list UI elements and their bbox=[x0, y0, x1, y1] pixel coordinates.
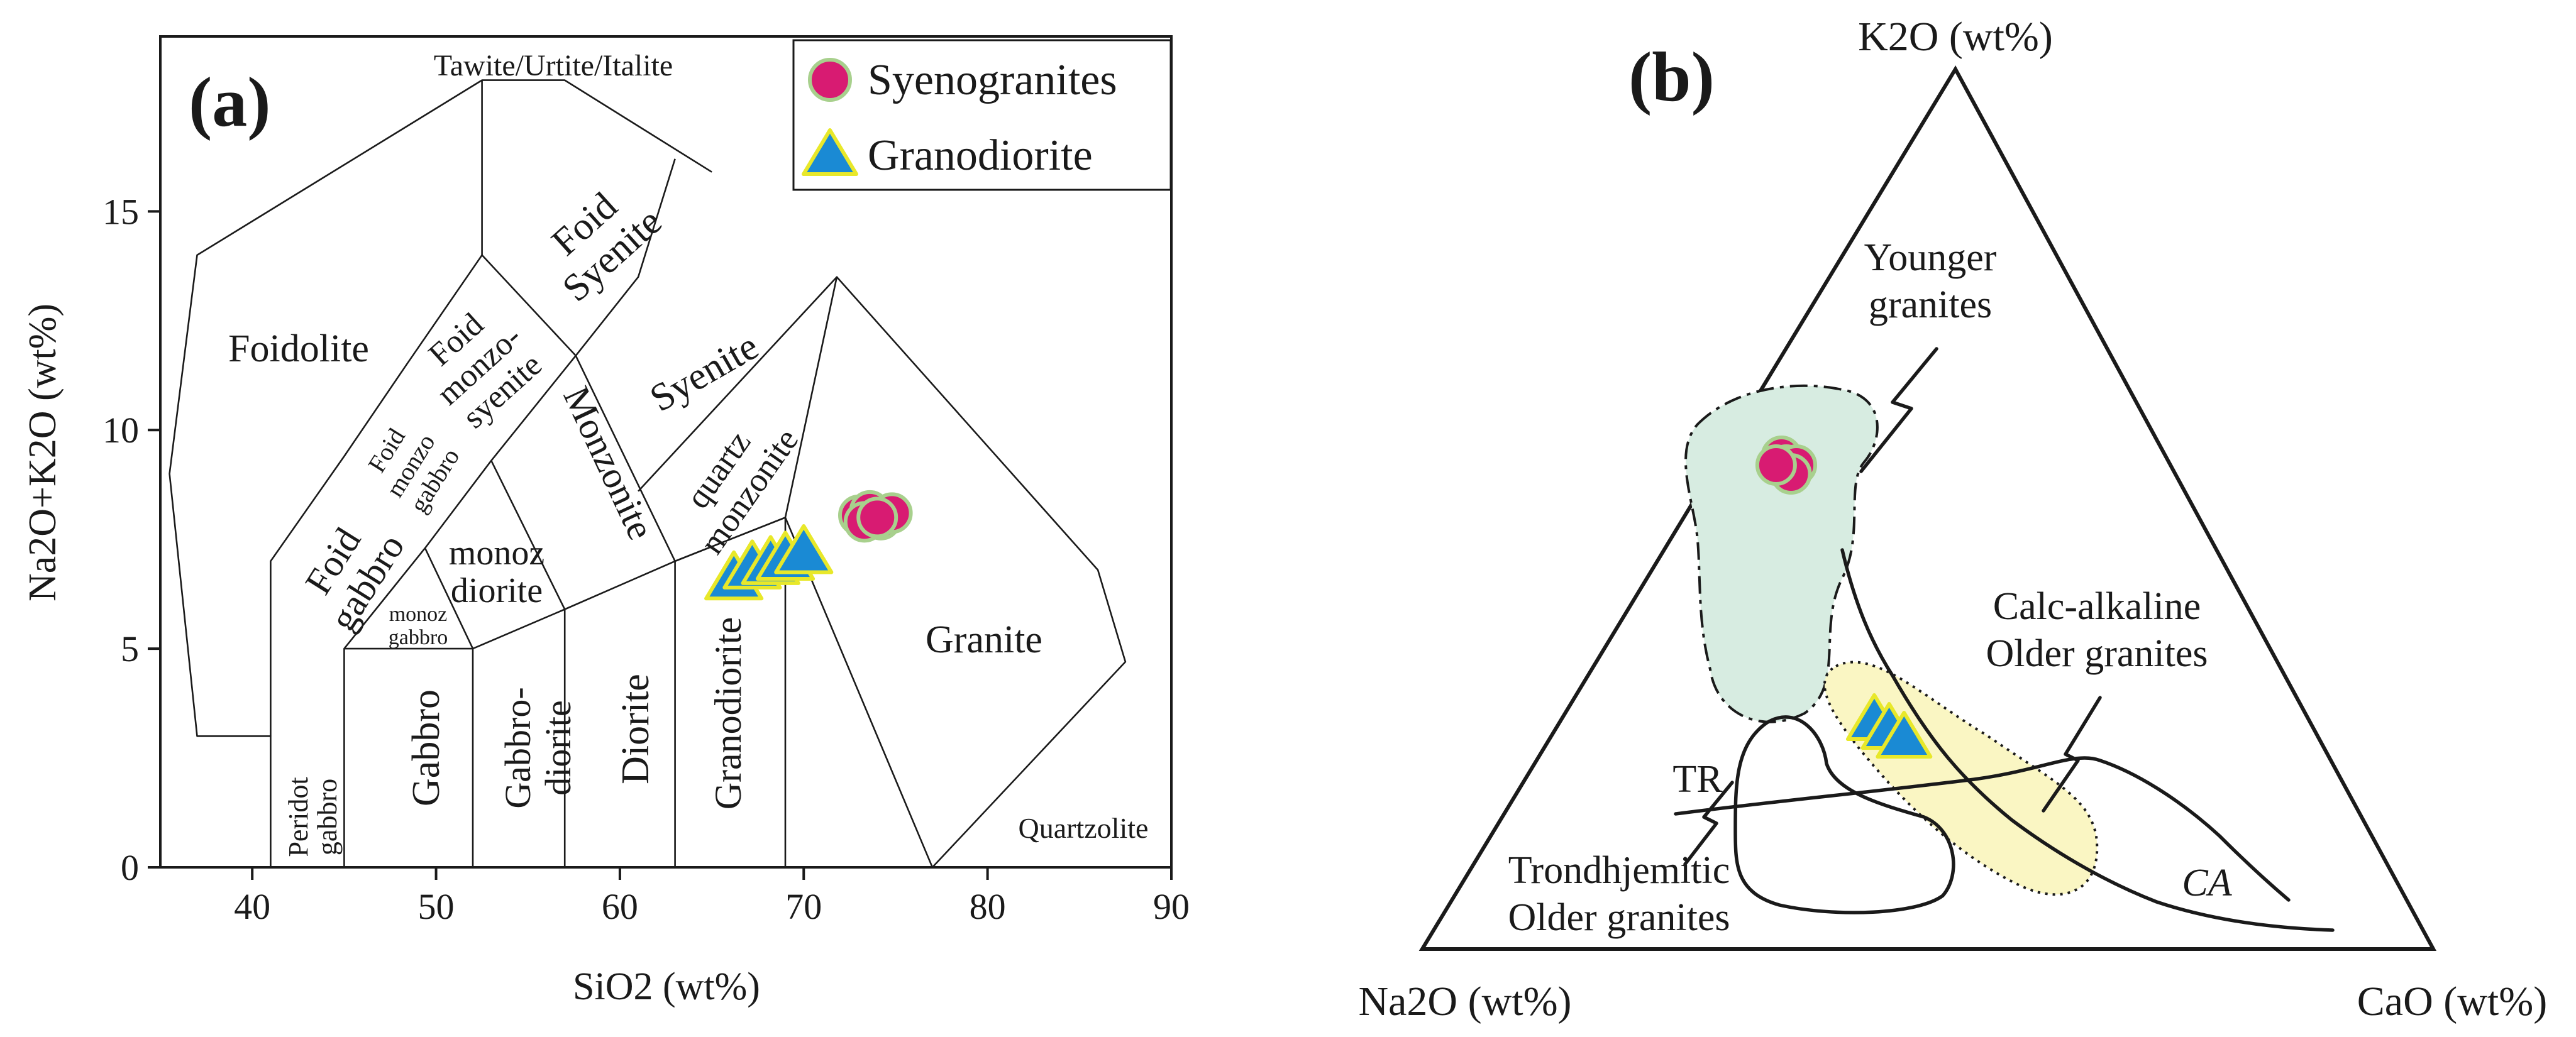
legend-marker-granodiorite bbox=[802, 128, 858, 176]
ternary-triangle bbox=[1418, 65, 2437, 951]
legend-marker-syenogranites bbox=[808, 58, 852, 102]
field-label-monozdiorite-1: monoz bbox=[449, 534, 544, 573]
label-ca: CA bbox=[2182, 862, 2232, 904]
apex-label-left: Na2O (wt%) bbox=[1358, 979, 1571, 1024]
younger-granites-leader bbox=[1859, 347, 1938, 473]
panel-label-b: (b) bbox=[1628, 38, 1715, 116]
tas-boundary-12 bbox=[784, 276, 1127, 869]
x-axis-title-a: SiO2 (wt%) bbox=[573, 965, 760, 1008]
y-tick-label: 10 bbox=[102, 410, 139, 451]
tas-boundary-4 bbox=[343, 647, 474, 867]
field-label-gabbro-diorite-1: Gabbro- bbox=[497, 687, 538, 808]
ternary-diagram: (b) K2O (wt%) Na2O (wt%) CaO (wt%) Young… bbox=[1358, 14, 2547, 1024]
label-trondhjemitic-2: Older granites bbox=[1508, 896, 1730, 939]
calc-alkaline-older-granites-field bbox=[1823, 661, 2099, 896]
x-tick-label: 80 bbox=[970, 886, 1006, 927]
plot-frame-a bbox=[159, 35, 1173, 869]
field-label-monzonite: Monzonite bbox=[555, 380, 662, 546]
x-tick-label: 40 bbox=[234, 886, 270, 927]
ternary-granodiorite-point bbox=[1876, 711, 1933, 759]
field-label-granite: Granite bbox=[926, 618, 1042, 661]
panel-label-a: (a) bbox=[189, 63, 271, 141]
y-tick-label: 0 bbox=[121, 847, 139, 888]
field-label-foidolite: Foidolite bbox=[228, 327, 369, 370]
trondhjemitic-field bbox=[1733, 715, 1955, 914]
tr-trend-curve bbox=[1674, 756, 2291, 902]
legend-label-syenogranites: Syenogranites bbox=[868, 56, 1117, 104]
field-label-quartzolite: Quartzolite bbox=[1019, 812, 1149, 844]
field-label-gabbro: Gabbro bbox=[405, 689, 448, 806]
field-label-peridot-gabbro-2: gabbro bbox=[312, 779, 343, 855]
field-label-gabbro-diorite-2: diorite bbox=[538, 700, 578, 795]
legend-label-granodiorite: Granodiorite bbox=[868, 131, 1093, 180]
younger-granites-field bbox=[1684, 384, 1879, 723]
tas-data-points bbox=[704, 490, 913, 601]
y-tick-label: 5 bbox=[121, 628, 139, 669]
label-younger-1: Younger bbox=[1864, 236, 1997, 279]
label-calc-alkaline-2: Older granites bbox=[1986, 632, 2208, 675]
x-tick-label: 90 bbox=[1153, 886, 1190, 927]
ternary-syenogranite-point bbox=[1755, 444, 1797, 486]
calc-alkaline-leader bbox=[2042, 696, 2102, 813]
field-label-diorite: Diorite bbox=[614, 674, 657, 784]
y-axis-title-a: Na2O+K2O (wt%) bbox=[21, 304, 64, 601]
tas-field-boundaries bbox=[169, 79, 1127, 869]
legend-box bbox=[792, 39, 1172, 191]
field-label-monozdiorite-2: diorite bbox=[451, 571, 543, 610]
y-tick-label: 15 bbox=[102, 191, 139, 232]
field-label-tawite: Tawite/Urtite/Italite bbox=[434, 49, 673, 82]
field-label-monozgabbro-1: monoz bbox=[389, 603, 448, 626]
x-tick-label: 60 bbox=[602, 886, 638, 927]
tr-leader bbox=[1683, 781, 1734, 866]
syenogranite-point bbox=[856, 497, 898, 539]
x-axis-ticks: 40 50 60 70 80 90 bbox=[234, 867, 1190, 927]
tas-boundary-3 bbox=[575, 158, 676, 356]
label-tr: TR bbox=[1672, 758, 1723, 801]
field-label-monozgabbro-2: gabbro bbox=[389, 626, 448, 649]
field-label-syenite: Syenite bbox=[643, 325, 765, 420]
tas-boundary-8 bbox=[424, 547, 474, 649]
ternary-data-points bbox=[1755, 436, 1933, 759]
x-tick-label: 70 bbox=[785, 886, 822, 927]
tas-boundary-9 bbox=[490, 460, 566, 610]
tas-boundary-1 bbox=[169, 79, 712, 867]
label-calc-alkaline-1: Calc-alkaline bbox=[1993, 585, 2201, 628]
label-trondhjemitic-1: Trondhjemitic bbox=[1508, 849, 1730, 892]
label-younger-2: granites bbox=[1869, 283, 1992, 326]
tas-diagram: 40 50 60 70 80 90 0 5 10 15 Tawite/Urtite/Italit… bbox=[21, 35, 1190, 1008]
ca-trend-curve bbox=[1840, 548, 2335, 932]
tas-boundary-5 bbox=[343, 355, 577, 649]
x-tick-label: 50 bbox=[418, 886, 455, 927]
apex-label-top: K2O (wt%) bbox=[1858, 14, 2053, 60]
field-label-granodiorite: Granodiorite bbox=[707, 617, 749, 810]
y-axis-ticks: 0 5 10 15 bbox=[102, 191, 160, 888]
granodiorite-point bbox=[774, 524, 834, 574]
apex-label-right: CaO (wt%) bbox=[2357, 979, 2547, 1024]
tas-boundary-0 bbox=[270, 254, 676, 867]
legend-markers bbox=[802, 58, 858, 176]
legend: Syenogranites Granodiorite bbox=[792, 39, 1172, 191]
field-label-peridot-gabbro-1: Peridot bbox=[283, 777, 314, 857]
